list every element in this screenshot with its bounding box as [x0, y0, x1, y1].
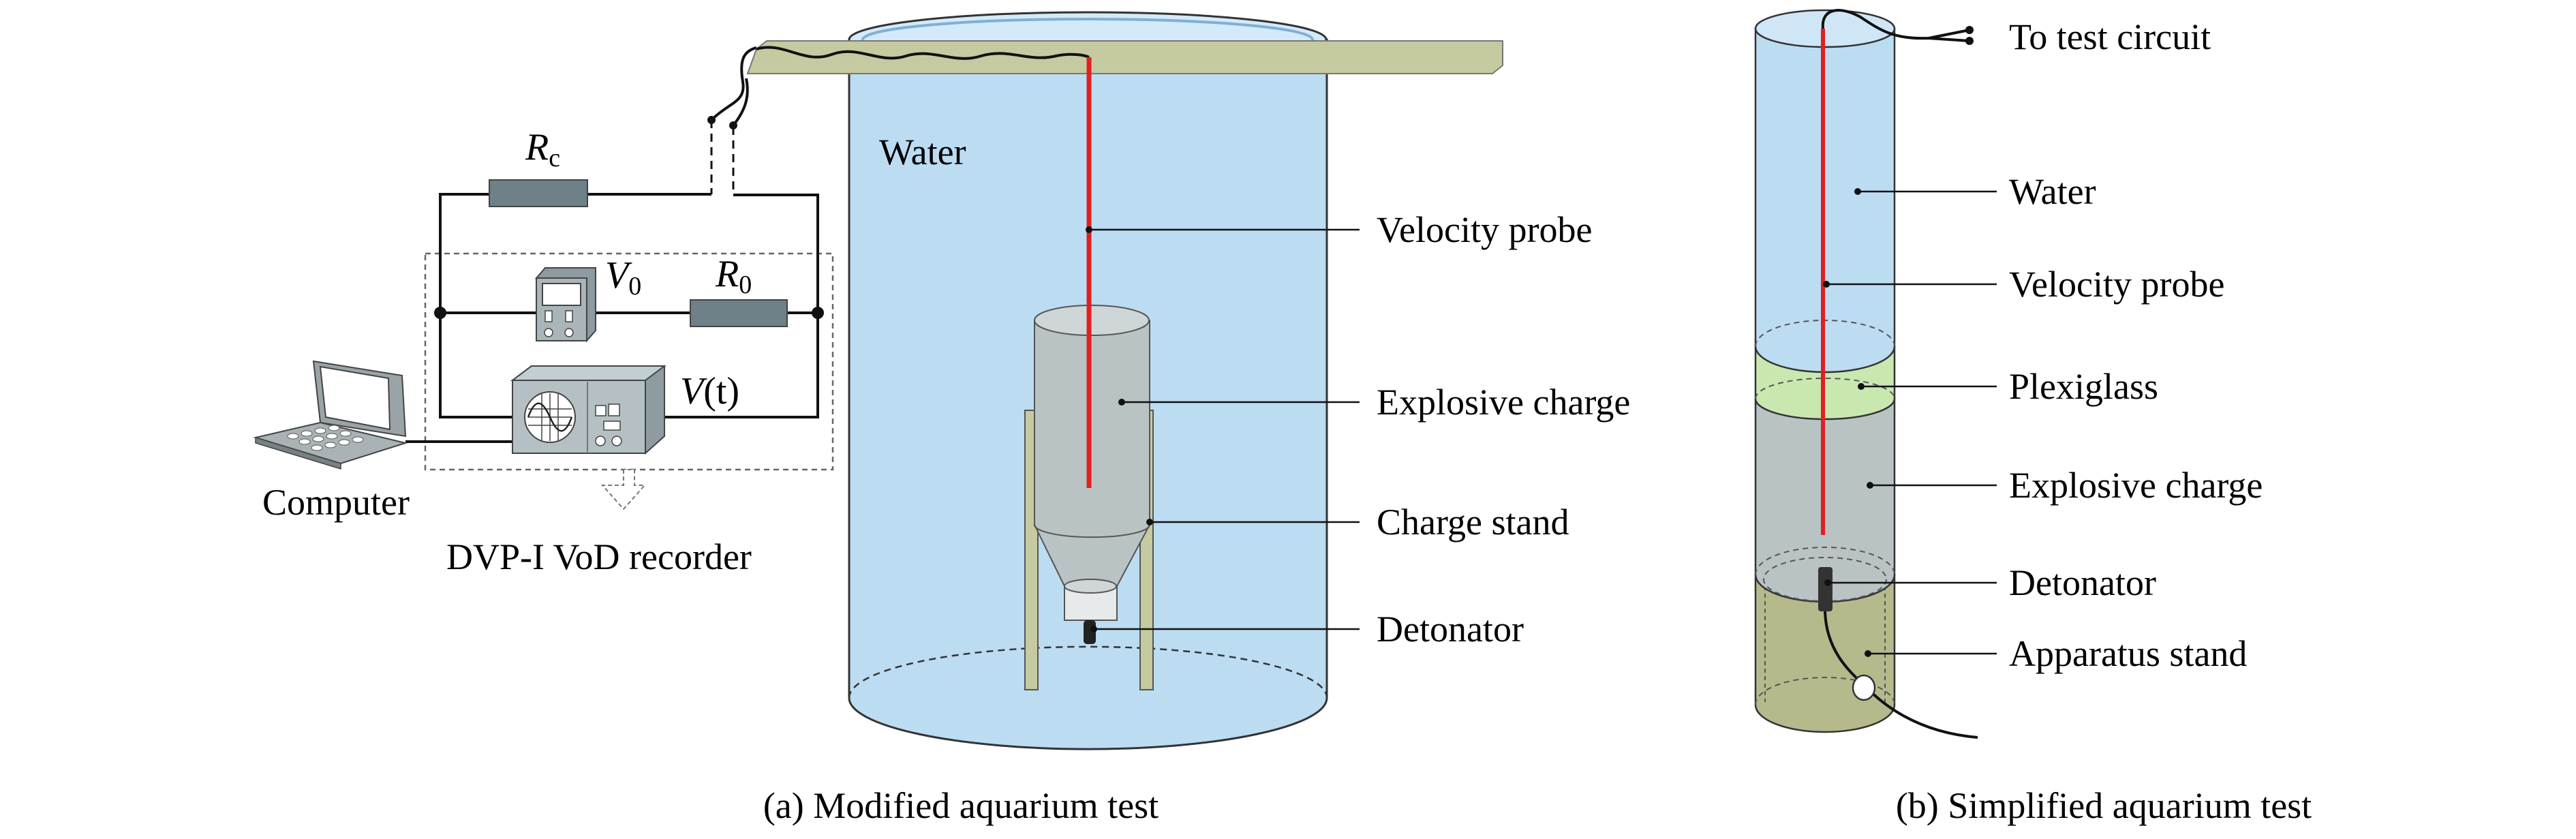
aquarium-tank: Water Velocity probe Explosive charge Ch… — [746, 11, 1630, 750]
explosive-charge-label-b: Explosive charge — [2009, 465, 2263, 506]
recorder-label: DVP-I VoD recorder — [446, 536, 752, 577]
water-label-b: Water — [2009, 171, 2096, 212]
explosive-charge — [1034, 305, 1150, 644]
wire-hole-icon — [1852, 674, 1876, 701]
to-test-circuit-label: To test circuit — [2009, 16, 2211, 57]
probe-lead — [732, 78, 749, 127]
explosive-charge-label: Explosive charge — [1377, 382, 1630, 423]
velocity-probe-label-b: Velocity probe — [2009, 264, 2224, 305]
computer-icon — [253, 360, 408, 470]
plank — [746, 40, 1503, 74]
wire-right — [664, 194, 819, 418]
apparatus-stand-label: Apparatus stand — [2009, 633, 2247, 674]
computer-label: Computer — [262, 482, 410, 523]
water-label: Water — [879, 132, 966, 172]
probe-cable — [756, 46, 1090, 60]
detonator-label: Detonator — [1377, 609, 1524, 650]
node — [812, 307, 824, 319]
test-circuit-wire — [1821, 9, 1970, 42]
oscilloscope-icon — [510, 365, 666, 455]
rc-label: Rc — [525, 126, 560, 172]
vt-label: V(t) — [680, 370, 739, 412]
resistor-rc — [489, 179, 588, 207]
recorder-boundary — [424, 252, 834, 471]
caption-b: (b) Simplified aquarium test — [1896, 785, 2312, 826]
simplified-aquarium: To test circuit Water Velocity probe Ple… — [1754, 9, 2263, 739]
plexiglass-label: Plexiglass — [2009, 366, 2158, 407]
velocity-probe-label: Velocity probe — [1377, 209, 1592, 250]
arrow-down-icon — [600, 469, 647, 510]
node — [434, 307, 446, 319]
detonator-icon — [1818, 567, 1833, 611]
r0-label: R0 — [715, 253, 752, 299]
charge-stand-label: Charge stand — [1377, 502, 1569, 543]
resistor-r0 — [690, 299, 788, 327]
caption-a: (a) Modified aquarium test — [763, 785, 1159, 826]
detonator-label-b: Detonator — [2009, 562, 2156, 603]
voltage-source-icon — [534, 267, 596, 343]
probe-lead — [710, 46, 757, 121]
test-circuit: Rc V0 R0 V(t) Computer DVP-I VoD recorde… — [253, 46, 834, 577]
v0-label: V0 — [605, 254, 641, 301]
